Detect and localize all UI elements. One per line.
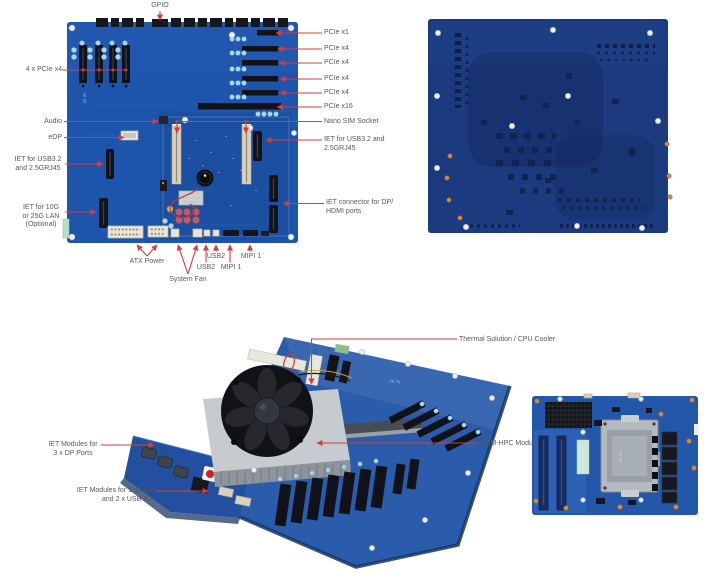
- gpio-header-row: [96, 18, 288, 27]
- callout-label-thermal-solution: Thermal Solution / CPU Cooler: [459, 336, 556, 343]
- fan-wire-loop: [169, 187, 199, 219]
- electrolytic-caps: [175, 208, 200, 224]
- callout-label-atx-power: ATX Power: [129, 258, 165, 265]
- vrm-chokes: [661, 431, 678, 504]
- board-bottom-view: [428, 19, 673, 233]
- callout-label-iet-10g-lan: IET for 10G or 25G LAN (Optional): [22, 204, 60, 228]
- board-top-view: CE FC: [62, 18, 298, 243]
- copper-pads: [533, 397, 697, 511]
- dp-port-connectors: [141, 446, 189, 479]
- misc-chips: [594, 407, 652, 505]
- pcie-slots-upper: [388, 400, 482, 452]
- callout-dots: [81, 68, 248, 123]
- silkscreen-ce-fc: CE FC: [83, 92, 87, 103]
- mounting-holes: [433, 26, 662, 231]
- board-assembled-photo: CE FC: [120, 337, 512, 569]
- callout-label-4x-pcie-x4: 4 x PCIe x4: [25, 66, 62, 73]
- edp-connector: [120, 130, 139, 141]
- pcie-slot-column: [198, 30, 281, 117]
- cpu-socket: [600, 415, 660, 497]
- fan-headers: [170, 228, 203, 238]
- callout-label-iet-usb32-left: IET for USB3.2 and 2.5GRJ45: [14, 156, 62, 172]
- heatsink: [545, 402, 592, 428]
- callout-label-system-fan: System Fan: [169, 276, 207, 283]
- usb-mipi-headers: [203, 229, 269, 237]
- label-sticker: [576, 439, 590, 475]
- sodimm-slots: [538, 435, 590, 511]
- callout-lines: [62, 11, 477, 495]
- callout-label-mipi1-top: MIPI 1: [240, 253, 262, 260]
- module-connector: [217, 486, 235, 498]
- callout-label-edp: eDP: [48, 134, 62, 141]
- pcie-slots-lower: [274, 458, 420, 527]
- cpu-cooler: [203, 365, 353, 487]
- inductor: [160, 180, 167, 191]
- mounting-holes: [557, 396, 644, 503]
- copper-pads: [444, 141, 673, 221]
- callout-label-iet-dp-hdmi: IET connector for DP/ HDMI ports: [326, 199, 394, 215]
- inductor-dot: [162, 182, 164, 184]
- mounting-screws: [251, 349, 495, 551]
- top-edge-connector: [627, 392, 641, 399]
- mounting-holes: [68, 24, 297, 241]
- buzzer: [196, 169, 214, 187]
- vrm-caps: [652, 436, 658, 491]
- callout-label-iet-dp-modules: IET Modules for 3 x DP Ports: [48, 441, 98, 457]
- callout-label-iet-usb32-right: IET for USB3.2 and 2.5GRJ45: [324, 136, 385, 152]
- callout-label-audio: Audio: [44, 118, 62, 125]
- smd-component-fields: [455, 33, 655, 228]
- callout-label-pcie-x4-4: PCIe x4: [324, 89, 349, 96]
- callout-label-com-hpc-module: COM-HPC Module: [480, 440, 539, 447]
- iet-board-connectors: [99, 131, 278, 233]
- audio-codec-chip: [159, 116, 168, 124]
- callout-label-usb2-top: USB2: [206, 253, 226, 260]
- silkscreen-marks: [188, 136, 257, 206]
- callout-label-pcie-x4-2: PCIe x4: [324, 59, 349, 66]
- callout-label-pcie-x4-3: PCIe x4: [324, 75, 349, 82]
- callout-label-iet-lan-usb-modules: IET Modules for 1 x LAN and 2 x USB 3.2: [76, 487, 153, 503]
- side-tab: [694, 424, 699, 435]
- edge-slot: [247, 348, 307, 372]
- silkscreen-ce-fc: CE FC: [619, 451, 623, 462]
- com-hpc-module-photo: CE FC: [532, 392, 699, 515]
- edge-led-part: [62, 218, 70, 239]
- module-connector: [234, 495, 252, 507]
- top-edge-connector: [583, 393, 593, 399]
- callout-label-pcie-x4-1: PCIe x4: [324, 45, 349, 52]
- callout-label-pcie-x1: PCIe x1: [324, 29, 349, 36]
- callout-label-usb2-bottom: USB2: [196, 264, 216, 271]
- green-component: [334, 343, 350, 355]
- cooler-fan: [221, 365, 313, 457]
- relay-block: [178, 190, 204, 206]
- callout-label-gpio: GPIO: [151, 2, 169, 9]
- silkscreen-ce-fc: CE FC: [390, 379, 401, 385]
- callout-label-pcie-x16: PCIe x16: [324, 103, 353, 110]
- pcie-x4-slot-block: [71, 40, 130, 88]
- atx-power-connectors: [107, 225, 169, 239]
- callout-label-mipi1-bottom: MIPI 1: [220, 264, 242, 271]
- callout-label-nano-sim: Nano SIM Socket: [324, 118, 379, 125]
